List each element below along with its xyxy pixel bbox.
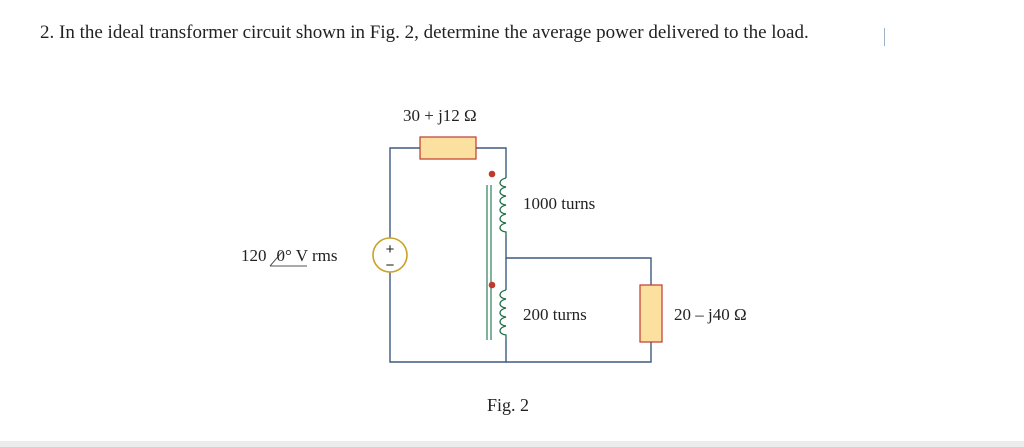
source-plus-sign: + [386,241,395,258]
source-minus-sign: − [386,257,395,274]
secondary-coil-icon [499,289,507,340]
wire-to-load-top [505,236,652,285]
load-impedance-label: 20 – j40 Ω [674,305,747,324]
wire-top-right [476,147,507,178]
secondary-polarity-dot [488,281,496,289]
wires [389,147,652,363]
figure-caption: Fig. 2 [487,395,530,415]
page-bottom-strip [0,441,1024,447]
source-voltage-label: 120 0° V rms [241,246,337,266]
wire-bottom [389,272,507,363]
secondary-turns-label: 200 turns [523,305,587,324]
text-cursor [884,28,885,46]
voltage-source-icon [372,237,408,273]
source-voltage-unit: V rms [291,246,338,265]
source-impedance-label: 30 + j12 Ω [403,106,477,125]
source-voltage-magnitude: 120 [241,246,267,265]
transformer-core [486,185,492,340]
question-text: 2. In the ideal transformer circuit show… [40,22,809,43]
load-resistor [639,284,663,343]
wire-load-bottom [506,342,652,363]
primary-coil-icon [499,177,507,236]
source-impedance-resistor [419,136,477,160]
angle-symbol [269,251,307,267]
wire-top-left [389,147,420,238]
source-voltage-angle: 0° [276,246,292,265]
primary-polarity-dot [488,170,496,178]
primary-turns-label: 1000 turns [523,194,596,213]
